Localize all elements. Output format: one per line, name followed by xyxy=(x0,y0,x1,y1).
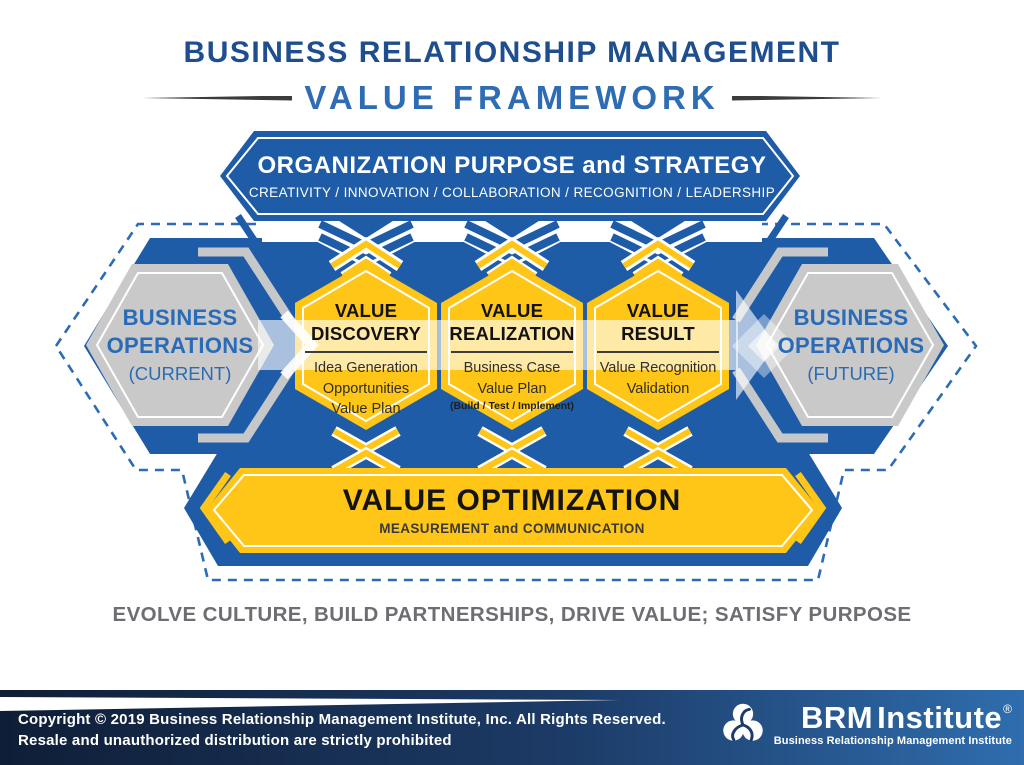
footer-white-wedge xyxy=(0,697,620,711)
business-operations-future-label: BUSINESS OPERATIONS (FUTURE) xyxy=(733,304,969,387)
brm-institute-logo: BRM Institute ® Business Relationship Ma… xyxy=(719,701,1012,749)
ops-future-line3: (FUTURE) xyxy=(807,363,895,384)
left-rule xyxy=(142,95,293,101)
organization-purpose-heading: ORGANIZATION PURPOSE and STRATEGY xyxy=(257,152,767,179)
value-optimization-heading: VALUE OPTIMIZATION xyxy=(342,484,682,517)
hx1-title1: VALUE xyxy=(334,300,398,321)
tagline: EVOLVE CULTURE, BUILD PARTNERSHIPS, DRIV… xyxy=(112,603,912,626)
down-up-chevrons-bottom xyxy=(331,426,693,476)
ops-current-line1: BUSINESS xyxy=(122,305,238,330)
logo-brm: BRM xyxy=(800,700,874,735)
value-realization-label: VALUE REALIZATION Business Case Value Pl… xyxy=(434,299,590,414)
registered-trademark-icon: ® xyxy=(1003,702,1012,716)
hx1-divider xyxy=(305,351,427,353)
hx3-item2: Validation xyxy=(626,380,690,397)
organization-purpose-subheading: CREATIVITY / INNOVATION / COLLABORATION … xyxy=(248,185,776,200)
business-operations-future-hexagon xyxy=(756,264,944,426)
hx3-title2: RESULT xyxy=(621,323,695,344)
hx2-divider xyxy=(451,351,573,353)
hx1-item1: Idea Generation xyxy=(314,360,418,376)
hx2-item2: Value Plan xyxy=(477,380,547,397)
hx1-title2: DISCOVERY xyxy=(310,323,422,344)
logo-wordmark: BRM Institute ® xyxy=(800,700,1012,735)
copyright-line2: Resale and unauthorized distribution are… xyxy=(18,732,452,749)
value-optimization-subheading: MEASUREMENT and COMMUNICATION xyxy=(379,521,645,536)
hx2-note: (Build / Test / Implement) xyxy=(449,400,575,412)
brm-trefoil-icon xyxy=(722,703,763,742)
value-result-label: VALUE RESULT Value Recognition Validatio… xyxy=(580,299,736,399)
hx3-item1: Value Recognition xyxy=(599,360,717,376)
hx3-divider xyxy=(597,351,719,353)
gray-corner-accents xyxy=(198,247,828,443)
subtitle-row: VALUE FRAMEWORK xyxy=(0,79,1024,117)
flow-arrow xyxy=(258,290,796,400)
hx1-item2: Opportunities xyxy=(322,380,410,397)
logo-institute: Institute xyxy=(877,700,1003,735)
hx1-item3: Value Plan xyxy=(331,401,401,417)
ops-future-line2: OPERATIONS xyxy=(777,333,925,358)
banner-v-notches xyxy=(336,219,688,238)
framework-title: VALUE FRAMEWORK xyxy=(304,79,720,116)
copyright-text: Copyright © 2019 Business Relationship M… xyxy=(18,709,666,751)
right-rule xyxy=(731,95,882,101)
ops-current-line2: OPERATIONS xyxy=(106,333,254,358)
hx3-title1: VALUE xyxy=(626,300,690,321)
hx2-title2: REALIZATION xyxy=(449,323,575,344)
logo-text-block: BRM Institute ® Business Relationship Ma… xyxy=(773,700,1012,747)
hx2-title1: VALUE xyxy=(480,300,544,321)
logo-subtitle: Business Relationship Management Institu… xyxy=(773,735,1012,747)
top-banner-shape xyxy=(220,131,800,221)
hx2-item1: Business Case xyxy=(463,360,561,376)
ops-future-line1: BUSINESS xyxy=(793,305,909,330)
ops-current-line3: (CURRENT) xyxy=(128,363,232,384)
main-title: BUSINESS RELATIONSHIP MANAGEMENT xyxy=(183,36,841,69)
copyright-line1: Copyright © 2019 Business Relationship M… xyxy=(18,711,666,728)
value-discovery-label: VALUE DISCOVERY Idea Generation Opportun… xyxy=(288,299,444,420)
value-optimization-banner xyxy=(199,468,827,553)
business-operations-current-label: BUSINESS OPERATIONS (CURRENT) xyxy=(62,304,298,387)
top-banner-inner-border xyxy=(225,137,795,215)
